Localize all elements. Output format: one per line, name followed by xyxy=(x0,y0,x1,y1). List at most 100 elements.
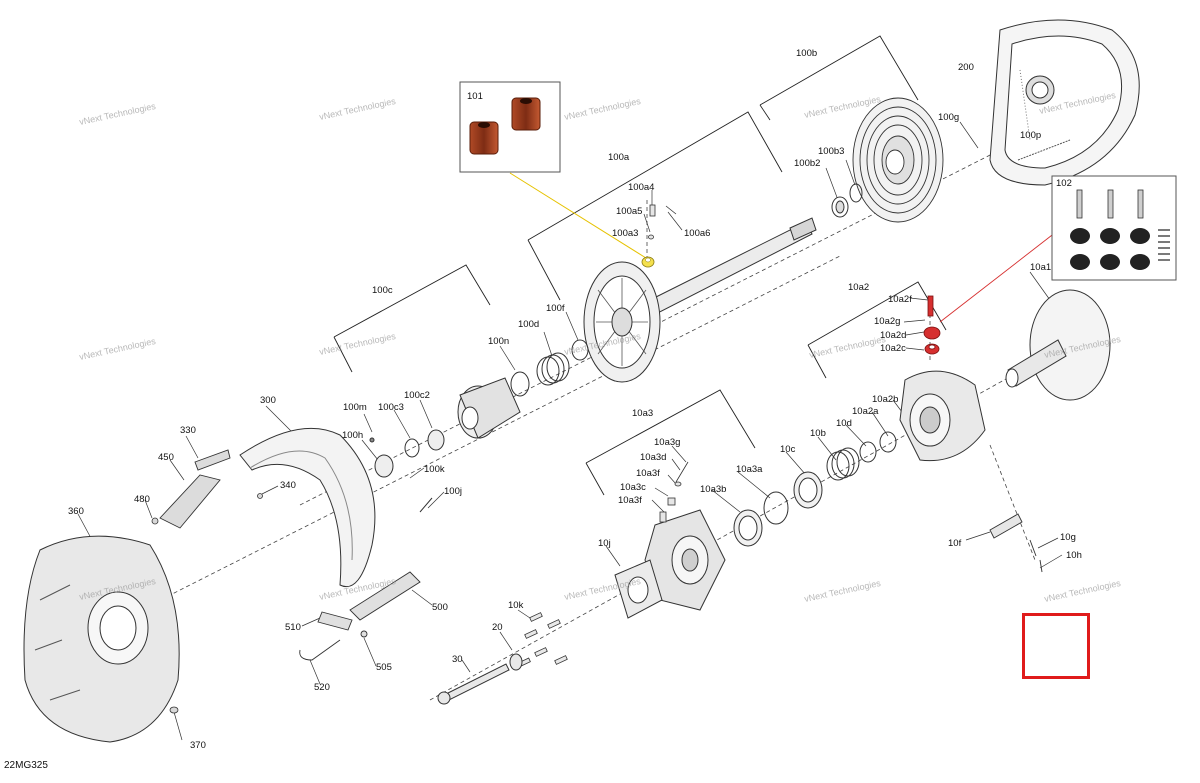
callout-100d[interactable]: 100d xyxy=(518,319,539,330)
movable-sheave-part xyxy=(583,261,661,383)
callout-370[interactable]: 370 xyxy=(190,740,206,751)
red-weights-10a2 xyxy=(923,295,941,355)
fixed-sheave-10a1 xyxy=(1005,289,1111,401)
pins-10f-10g-10h xyxy=(989,513,1043,573)
callout-10j[interactable]: 10j xyxy=(598,538,611,549)
drive-pulley-body-10a2 xyxy=(899,370,986,462)
hub-body-10a3 xyxy=(644,509,726,611)
callout-10h[interactable]: 10h xyxy=(1066,550,1082,561)
belt-guard-300 xyxy=(239,427,376,587)
plate-10j xyxy=(614,559,663,619)
callout-10a2[interactable]: 10a2 xyxy=(848,282,869,293)
callout-10a2c[interactable]: 10a2c xyxy=(880,343,906,354)
callout-10a2g[interactable]: 10a2g xyxy=(874,316,900,327)
callout-100b3[interactable]: 100b3 xyxy=(818,146,844,157)
fixed-sheave-part xyxy=(852,97,944,223)
watermark-text: vNext Technologies xyxy=(563,96,642,122)
callout-10a3d[interactable]: 10a3d xyxy=(640,452,666,463)
callout-10b[interactable]: 10b xyxy=(810,428,826,439)
selection-box[interactable] xyxy=(1022,613,1090,679)
watermark-text: vNext Technologies xyxy=(78,336,157,362)
red-leader-line xyxy=(939,231,1057,323)
callout-100g[interactable]: 100g xyxy=(938,112,959,123)
bearing-rings-100b xyxy=(831,183,863,218)
callout-10f[interactable]: 10f xyxy=(948,538,962,549)
callout-10a2b[interactable]: 10a2b xyxy=(872,394,898,405)
housing-360 xyxy=(23,535,180,743)
cover-plate-part xyxy=(989,19,1140,186)
watermark-text: vNext Technologies xyxy=(318,96,397,122)
small-fasteners-100a xyxy=(648,204,677,240)
inset-box-102 xyxy=(1051,175,1177,281)
drive-shaft-part xyxy=(639,217,817,319)
callout-510[interactable]: 510 xyxy=(285,622,301,633)
callout-360[interactable]: 360 xyxy=(68,506,84,517)
highlighted-nut-part xyxy=(641,256,655,268)
callout-100a6[interactable]: 100a6 xyxy=(684,228,710,239)
callout-100k[interactable]: 100k xyxy=(424,464,445,475)
bracket-450 xyxy=(159,449,231,529)
callout-100c[interactable]: 100c xyxy=(372,285,393,296)
callout-330[interactable]: 330 xyxy=(180,425,196,436)
inset-box-101 xyxy=(459,81,561,173)
callout-100m[interactable]: 100m xyxy=(343,402,367,413)
callout-500[interactable]: 500 xyxy=(432,602,448,613)
callout-10a3f-lower[interactable]: 10a3f xyxy=(618,495,642,506)
callout-10a3c[interactable]: 10a3c xyxy=(620,482,646,493)
callout-10a2f[interactable]: 10a2f xyxy=(888,294,912,305)
callout-10a3a[interactable]: 10a3a xyxy=(736,464,763,475)
callout-200[interactable]: 200 xyxy=(958,62,974,73)
callout-100c3[interactable]: 100c3 xyxy=(378,402,404,413)
callout-100n[interactable]: 100n xyxy=(488,336,509,347)
callout-101[interactable]: 101 xyxy=(467,91,483,102)
callout-10a3b[interactable]: 10a3b xyxy=(700,484,726,495)
callout-102[interactable]: 102 xyxy=(1056,178,1072,189)
callout-100j[interactable]: 100j xyxy=(444,486,462,497)
callout-10k[interactable]: 10k xyxy=(508,600,524,611)
callout-10c[interactable]: 10c xyxy=(780,444,796,455)
spider-assembly-part xyxy=(457,377,521,439)
watermark-text: vNext Technologies xyxy=(78,101,157,127)
callout-450[interactable]: 450 xyxy=(158,452,174,463)
rings-10 xyxy=(733,431,897,547)
callout-340[interactable]: 340 xyxy=(280,480,296,491)
callout-10g[interactable]: 10g xyxy=(1060,532,1076,543)
callout-520[interactable]: 520 xyxy=(314,682,330,693)
callout-10a2d[interactable]: 10a2d xyxy=(880,330,906,341)
callout-100a[interactable]: 100a xyxy=(608,152,630,163)
callout-30[interactable]: 30 xyxy=(452,654,463,665)
callout-20[interactable]: 20 xyxy=(492,622,503,633)
callout-10a1[interactable]: 10a1 xyxy=(1030,262,1051,273)
group-brackets xyxy=(333,35,947,496)
small-hardware-left xyxy=(151,493,263,714)
bolt-30-washer-20 xyxy=(437,653,523,705)
callout-100f[interactable]: 100f xyxy=(546,303,565,314)
callout-100a3[interactable]: 100a3 xyxy=(612,228,638,239)
callout-10a3g[interactable]: 10a3g xyxy=(654,437,680,448)
springs-and-rings xyxy=(369,339,589,513)
callout-100h[interactable]: 100h xyxy=(342,430,363,441)
watermark-text: vNext Technologies xyxy=(803,578,882,604)
highlight-leader-line xyxy=(509,172,647,259)
callout-100b2[interactable]: 100b2 xyxy=(794,158,820,169)
watermark-text: vNext Technologies xyxy=(1043,578,1122,604)
callout-10a3[interactable]: 10a3 xyxy=(632,408,653,419)
callout-480[interactable]: 480 xyxy=(134,494,150,505)
callout-10d[interactable]: 10d xyxy=(836,418,852,429)
callout-100c2[interactable]: 100c2 xyxy=(404,390,430,401)
fasteners-10a3 xyxy=(659,461,689,523)
bolts-10k xyxy=(519,612,568,667)
callout-100p[interactable]: 100p xyxy=(1020,130,1041,141)
callout-10a3f[interactable]: 10a3f xyxy=(636,468,660,479)
callout-100b[interactable]: 100b xyxy=(796,48,817,59)
callout-300[interactable]: 300 xyxy=(260,395,276,406)
callout-100a5[interactable]: 100a5 xyxy=(616,206,642,217)
callout-10a2a[interactable]: 10a2a xyxy=(852,406,879,417)
assembly-axes xyxy=(104,149,1041,701)
callout-505[interactable]: 505 xyxy=(376,662,392,673)
callout-100a4[interactable]: 100a4 xyxy=(628,182,654,193)
leader-lines xyxy=(77,121,1063,741)
latch-parts-500-520 xyxy=(299,571,421,661)
